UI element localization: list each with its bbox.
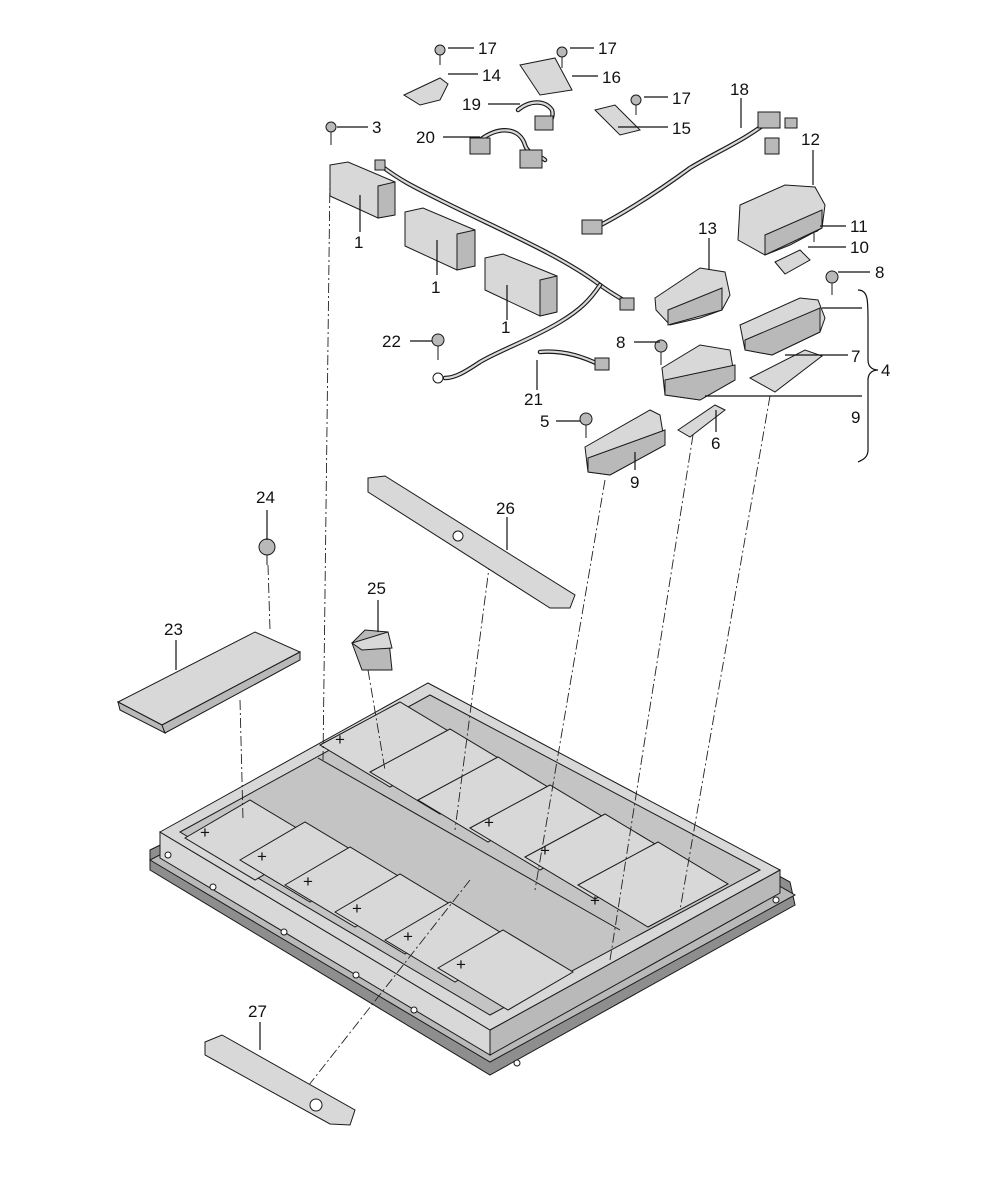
cover-23[interactable] <box>116 631 302 735</box>
label-4: 4 <box>881 361 890 380</box>
cover-12[interactable] <box>737 184 826 256</box>
label-10: 10 <box>850 238 869 257</box>
label-23: 23 <box>164 620 183 639</box>
label-16: 16 <box>602 68 621 87</box>
label-6: 6 <box>711 434 720 453</box>
label-25: 25 <box>367 579 386 598</box>
battery-tray: + + + + + + + + + + <box>148 682 797 1076</box>
svg-text:+: + <box>590 891 600 910</box>
spacer-25[interactable] <box>350 629 393 671</box>
screw-17b <box>556 46 568 68</box>
label-24: 24 <box>256 488 275 507</box>
svg-text:+: + <box>456 955 466 974</box>
label-20: 20 <box>416 128 435 147</box>
label-17c: 17 <box>672 89 691 108</box>
label-27: 27 <box>248 1002 267 1021</box>
svg-text:+: + <box>484 813 494 832</box>
svg-text:+: + <box>540 841 550 860</box>
svg-text:+: + <box>352 899 362 918</box>
screw-17a <box>434 44 446 65</box>
bracket-10[interactable] <box>774 249 811 275</box>
label-14: 14 <box>482 66 501 85</box>
svg-text:+: + <box>257 847 267 866</box>
bracket-15[interactable] <box>594 104 641 136</box>
svg-text:+: + <box>335 730 345 749</box>
callout-labels: 17 17 17 14 16 15 19 20 3 18 12 11 10 8 … <box>164 39 890 1021</box>
label-1b: 1 <box>431 278 440 297</box>
screw-5 <box>579 412 593 438</box>
control-unit-9a[interactable] <box>661 344 736 401</box>
cover-13[interactable] <box>654 267 731 326</box>
label-22: 22 <box>382 332 401 351</box>
harness-19[interactable] <box>515 100 555 131</box>
battery-modules-back-row <box>318 701 730 928</box>
screw-3 <box>325 121 337 145</box>
harness-20[interactable] <box>469 128 548 169</box>
label-1c: 1 <box>501 318 510 337</box>
label-18: 18 <box>730 80 749 99</box>
label-3: 3 <box>372 118 381 137</box>
svg-text:+: + <box>403 927 413 946</box>
label-9b: 9 <box>630 473 639 492</box>
bracket-16[interactable] <box>519 57 573 96</box>
label-17b: 17 <box>598 39 617 58</box>
rail-27[interactable] <box>204 1034 356 1126</box>
label-5: 5 <box>540 412 549 431</box>
alignment-lines <box>239 174 771 1091</box>
label-9a: 9 <box>851 408 860 427</box>
cover-part-1[interactable] <box>329 161 558 317</box>
module-assembly-4[interactable] <box>739 297 826 356</box>
svg-text:+: + <box>200 823 210 842</box>
label-13: 13 <box>698 219 717 238</box>
leader-lines <box>175 47 879 1050</box>
screw-17c <box>630 94 642 115</box>
label-8a: 8 <box>616 333 625 352</box>
label-15: 15 <box>672 119 691 138</box>
screw-22 <box>431 333 445 360</box>
label-21: 21 <box>524 390 543 409</box>
label-8b: 8 <box>875 263 884 282</box>
label-17a: 17 <box>478 39 497 58</box>
label-19: 19 <box>462 95 481 114</box>
label-26: 26 <box>496 499 515 518</box>
battery-modules-front-row <box>184 799 574 1011</box>
screw-8b <box>825 270 839 295</box>
insulator-7[interactable] <box>748 349 824 393</box>
screw-8a <box>654 339 668 365</box>
rail-26[interactable] <box>367 475 576 609</box>
label-7: 7 <box>851 347 860 366</box>
svg-text:+: + <box>303 872 313 891</box>
screw-24 <box>258 538 276 565</box>
label-11: 11 <box>850 217 868 236</box>
bracket-14[interactable] <box>402 77 449 106</box>
label-1a: 1 <box>354 233 363 252</box>
harness-18[interactable] <box>581 111 798 235</box>
wiring-harness-21[interactable] <box>374 159 635 384</box>
control-unit-9b[interactable] <box>584 409 666 476</box>
label-12: 12 <box>801 130 820 149</box>
spacer-6[interactable] <box>677 404 726 438</box>
